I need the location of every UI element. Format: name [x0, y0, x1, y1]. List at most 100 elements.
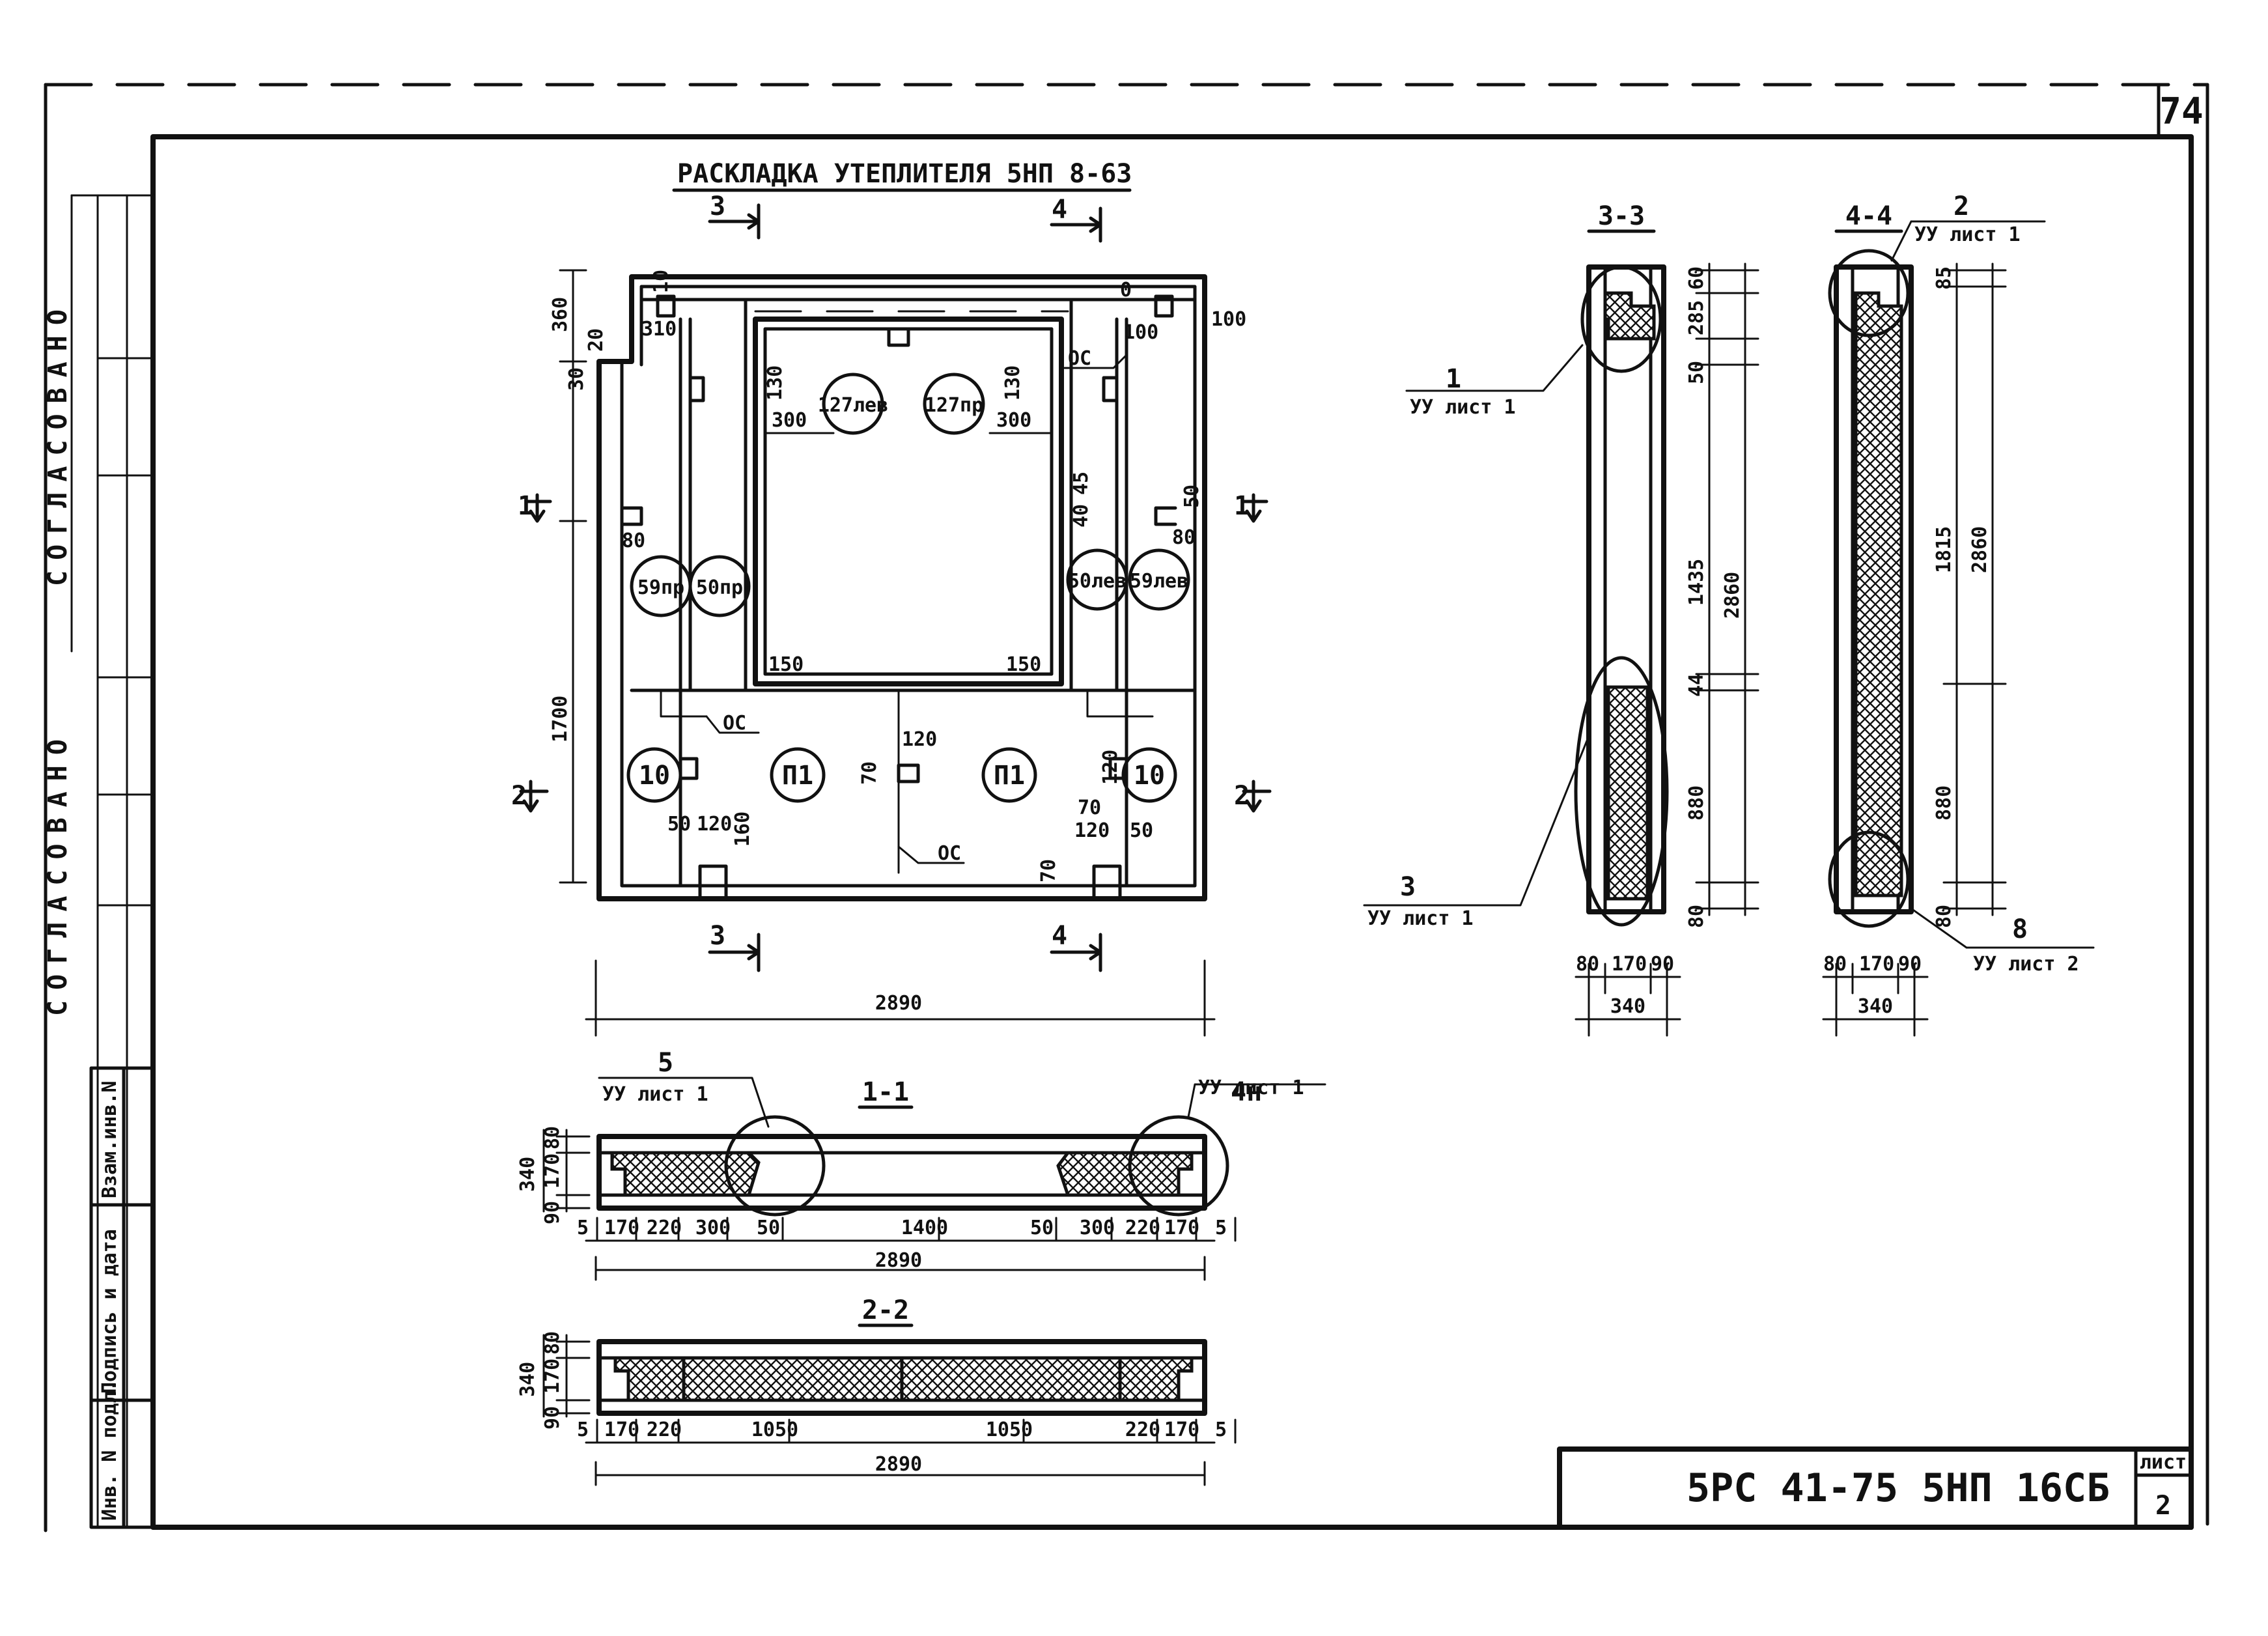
- s33-dim-80: 80: [1685, 905, 1708, 928]
- section-mark-1-left: 1: [518, 491, 533, 521]
- s33-callout-3-num: 3: [1400, 872, 1416, 902]
- callout-8-circle: [1828, 830, 1910, 928]
- section-4-4: 4-4 2 УУ лист 1 8 УУ лист 2 85 1815 880 …: [1822, 191, 2095, 1037]
- dim-40: 40: [1070, 504, 1093, 528]
- dim-50-b: 50: [667, 813, 691, 836]
- s44-callout-8-ref: УУ лист 2: [1973, 953, 2079, 976]
- s33-callout-1-ref: УУ лист 1: [1410, 396, 1516, 419]
- dim-0: 0: [1120, 279, 1132, 302]
- section-mark-4-bottom: 4: [1052, 921, 1067, 951]
- mark-10-b: 10: [1134, 761, 1165, 791]
- s11-hdim-4: 50: [757, 1217, 780, 1239]
- drawing-code: 5РС 41-75 5НП 16СБ: [1687, 1465, 2110, 1511]
- label-oc-2: ОС: [1068, 347, 1091, 370]
- s11-hdim-0: 5: [577, 1217, 589, 1239]
- dim-120-b: 120: [1099, 750, 1122, 785]
- mark-10-a-circle: [626, 747, 682, 803]
- dim-120-d: 120: [1074, 819, 1110, 842]
- mark-127-left: 127лев: [818, 394, 888, 417]
- s11-dim-90: 90: [541, 1201, 564, 1224]
- mark-50-left-circle: [1066, 548, 1128, 611]
- sign-date-label: Подпись и дата: [98, 1229, 121, 1394]
- approval-label-bottom: СОГЛАСОВАНО: [43, 729, 73, 1016]
- mark-p1-a: П1: [782, 761, 813, 791]
- mark-p1-b-circle: [981, 747, 1037, 803]
- s22-hdim-7: 5: [1215, 1418, 1227, 1441]
- s33-callout-3-ref: УУ лист 1: [1367, 907, 1474, 930]
- section-mark-2-right: 2: [1234, 781, 1250, 811]
- s33-callout-1-num: 1: [1446, 364, 1461, 394]
- label-oc-1: ОС: [723, 712, 746, 735]
- dim-30: 30: [565, 367, 588, 391]
- sheet-number: 2: [2155, 1491, 2171, 1521]
- s33-dim-50: 50: [1685, 361, 1708, 384]
- s33-dim-1435: 1435: [1685, 559, 1708, 606]
- s44-dim-80: 80: [1933, 905, 1955, 928]
- mark-10-b-circle: [1121, 747, 1177, 803]
- dim-2890-plan: 2890: [875, 992, 922, 1015]
- s33-dim-44: 44: [1685, 673, 1708, 697]
- mark-50-left: 50лев: [1068, 570, 1127, 593]
- s44-hdim-170: 170: [1859, 953, 1894, 976]
- s33-dim-285: 285: [1685, 300, 1708, 335]
- callout-1-circle: [1580, 265, 1662, 373]
- dim-1700: 1700: [549, 696, 572, 742]
- s11-hdim-10: 5: [1215, 1217, 1227, 1239]
- mark-127-right-circle: [923, 373, 985, 435]
- s11-dim-80: 80: [541, 1126, 564, 1149]
- dim-70-a: 70: [858, 761, 881, 785]
- page-number: 74: [2159, 91, 2203, 133]
- dim-160: 160: [731, 811, 754, 847]
- mark-10-a: 10: [639, 761, 670, 791]
- dim-120-c: 120: [697, 813, 732, 836]
- s11-dim-2890: 2890: [875, 1249, 922, 1272]
- mark-50-right: 50пр: [696, 576, 743, 599]
- dim-20: 20: [585, 328, 608, 352]
- callout-4n-ref: УУ лист 1: [1198, 1077, 1304, 1099]
- s33-hdim-80: 80: [1576, 953, 1599, 976]
- section-1-1-title: 1-1: [862, 1077, 909, 1107]
- mark-59-right: 59пр: [637, 576, 684, 599]
- label-oc-3: ОС: [938, 842, 961, 865]
- dim-70-b: 70: [1078, 797, 1101, 819]
- s22-hdim-4: 1050: [986, 1418, 1033, 1441]
- s33-hdim-340: 340: [1610, 995, 1645, 1018]
- s33-hdim-170: 170: [1612, 953, 1647, 976]
- mark-59-left: 59лев: [1130, 570, 1188, 593]
- inv-original-label: Инв. N подл.: [98, 1379, 121, 1521]
- s11-hdim-5: 1400: [901, 1217, 948, 1239]
- s22-hdim-2: 220: [647, 1418, 682, 1441]
- s11-dim-340: 340: [516, 1157, 539, 1192]
- s44-hdim-90: 90: [1898, 953, 1922, 976]
- insulation-layout-plan: РАСКЛАДКА УТЕПЛИТЕЛЯ 5НП 8-63 3 4 1: [511, 159, 1272, 1037]
- s22-dim-170: 170: [541, 1359, 564, 1394]
- s33-dim-2860: 2860: [1721, 572, 1744, 619]
- section-mark-1-right: 1: [1234, 491, 1250, 521]
- callout-5-circle: [724, 1115, 826, 1217]
- callout-5-num: 5: [658, 1048, 673, 1078]
- s44-dim-1815: 1815: [1933, 526, 1955, 573]
- dim-120-a: 120: [902, 728, 937, 751]
- dim-300-a: 300: [772, 409, 807, 432]
- s11-hdim-6: 50: [1030, 1217, 1054, 1239]
- s33-dim-880: 880: [1685, 785, 1708, 821]
- dim-130-b: 130: [1001, 365, 1024, 401]
- callout-4n-circle: [1128, 1115, 1229, 1217]
- section-mark-2-left: 2: [511, 781, 527, 811]
- s44-callout-8-num: 8: [2012, 914, 2028, 944]
- mark-p1-a-circle: [770, 747, 826, 803]
- dim-100-a: 100: [1123, 321, 1158, 344]
- s22-hdim-0: 5: [577, 1418, 589, 1441]
- mark-50-right-circle: [688, 555, 751, 617]
- mark-59-left-circle: [1128, 548, 1190, 611]
- s22-hdim-6: 170: [1164, 1418, 1199, 1441]
- dim-50-a: 50: [1181, 485, 1203, 508]
- mark-127-right: 127пр: [925, 394, 983, 417]
- plan-title: РАСКЛАДКА УТЕПЛИТЕЛЯ 5НП 8-63: [677, 159, 1132, 189]
- s44-hdim-340: 340: [1858, 995, 1893, 1018]
- dim-300-b: 300: [996, 409, 1031, 432]
- s44-dim-85: 85: [1933, 266, 1955, 290]
